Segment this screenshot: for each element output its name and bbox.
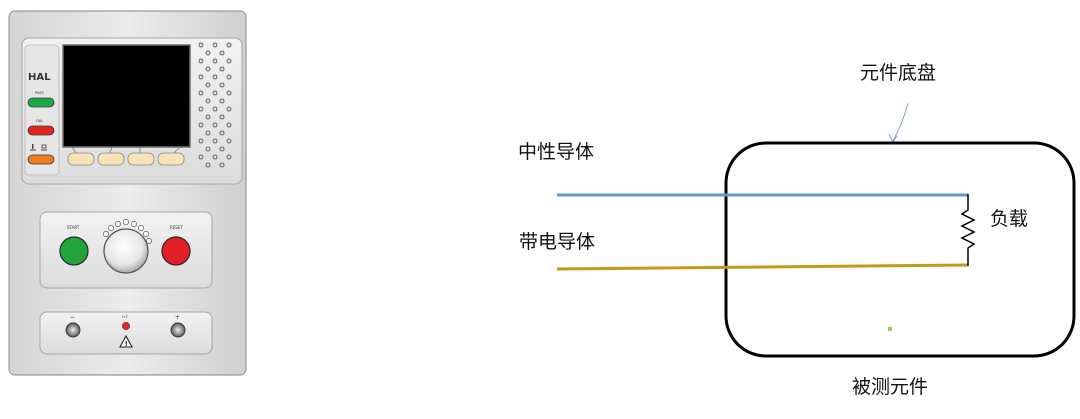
status-strip: [24, 44, 60, 176]
fail-indicator: [27, 125, 55, 136]
brand-logo: HAL: [28, 72, 51, 83]
range-symbols: [30, 144, 47, 151]
tester-front-panel: HAL PASS FAIL: [8, 10, 247, 376]
keypad-grid: [198, 42, 232, 168]
reset-button[interactable]: [161, 236, 191, 266]
green-dot: [888, 327, 892, 331]
knob-scale: [103, 219, 152, 244]
chassis-label: 元件底盘: [860, 62, 936, 84]
range-button[interactable]: [27, 154, 55, 165]
start-button[interactable]: [59, 236, 89, 266]
terminal-section: [39, 311, 213, 355]
chassis-pointer-arrow: [892, 102, 909, 142]
fail-label: FAIL: [36, 119, 43, 123]
softkey-1[interactable]: [67, 152, 95, 166]
warning-glyph: !: [125, 340, 128, 348]
softkey-4[interactable]: [157, 152, 185, 166]
reset-label: RESET: [170, 225, 183, 230]
live-conductor-wire: [556, 263, 969, 271]
dut-chassis: [724, 141, 1076, 358]
pass-label: PASS: [35, 91, 45, 95]
dut-label: 被测元件: [852, 376, 928, 398]
hv-indicator: [121, 321, 131, 331]
pass-indicator: [27, 97, 55, 108]
lcd-screen: [62, 44, 191, 148]
plus-label: +: [175, 314, 180, 321]
load-label: 负载: [990, 208, 1028, 230]
live-conductor-label: 带电导体: [519, 231, 595, 253]
softkey-2[interactable]: [97, 152, 125, 166]
hv-label: H.T.: [122, 315, 129, 319]
neutral-conductor-label: 中性导体: [518, 141, 594, 163]
minus-label: −: [70, 314, 75, 321]
warning-icon: [119, 334, 133, 348]
wiring-diagram: 元件底盘 中性导体 带电导体 负载 被测元件: [518, 62, 1076, 398]
load-resistor: [960, 194, 976, 266]
adjust-knob[interactable]: [103, 228, 149, 274]
softkeys: [67, 146, 185, 166]
plus-terminal[interactable]: [170, 322, 186, 338]
minus-terminal[interactable]: [65, 322, 81, 338]
softkey-3[interactable]: [127, 152, 155, 166]
start-label: START: [67, 225, 80, 230]
